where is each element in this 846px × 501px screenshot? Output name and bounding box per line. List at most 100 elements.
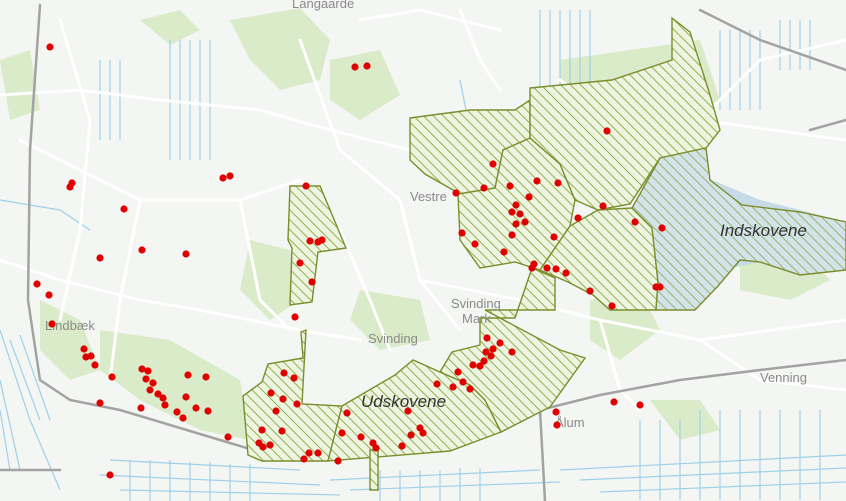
observation-point[interactable] xyxy=(266,441,274,449)
observation-point[interactable] xyxy=(608,302,616,310)
observation-point[interactable] xyxy=(351,63,359,71)
observation-point[interactable] xyxy=(290,374,298,382)
observation-point[interactable] xyxy=(159,394,167,402)
observation-point[interactable] xyxy=(466,385,474,393)
observation-point[interactable] xyxy=(182,250,190,258)
observation-point[interactable] xyxy=(33,280,41,288)
observation-point[interactable] xyxy=(516,210,524,218)
observation-point[interactable] xyxy=(407,431,415,439)
observation-point[interactable] xyxy=(521,218,529,226)
observation-point[interactable] xyxy=(658,224,666,232)
observation-point[interactable] xyxy=(404,407,412,415)
observation-point[interactable] xyxy=(512,220,520,228)
observation-point[interactable] xyxy=(599,202,607,210)
observation-point[interactable] xyxy=(267,389,275,397)
observation-point[interactable] xyxy=(480,184,488,192)
observation-point[interactable] xyxy=(258,426,266,434)
observation-point[interactable] xyxy=(314,238,322,246)
observation-point[interactable] xyxy=(96,254,104,262)
observation-point[interactable] xyxy=(278,427,286,435)
observation-point[interactable] xyxy=(449,383,457,391)
observation-point[interactable] xyxy=(372,444,380,452)
observation-point[interactable] xyxy=(363,62,371,70)
observation-point[interactable] xyxy=(554,179,562,187)
observation-point[interactable] xyxy=(508,348,516,356)
observation-point[interactable] xyxy=(506,182,514,190)
observation-point[interactable] xyxy=(173,408,181,416)
observation-point[interactable] xyxy=(182,393,190,401)
observation-point[interactable] xyxy=(398,442,406,450)
observation-point[interactable] xyxy=(192,404,200,412)
observation-point[interactable] xyxy=(469,361,477,369)
observation-point[interactable] xyxy=(459,378,467,386)
observation-point[interactable] xyxy=(279,395,287,403)
observation-point[interactable] xyxy=(280,369,288,377)
observation-point[interactable] xyxy=(146,386,154,394)
observation-point[interactable] xyxy=(452,189,460,197)
observation-point[interactable] xyxy=(480,357,488,365)
observation-point[interactable] xyxy=(305,449,313,457)
observation-point[interactable] xyxy=(202,373,210,381)
observation-point[interactable] xyxy=(482,348,490,356)
observation-point[interactable] xyxy=(338,429,346,437)
observation-point[interactable] xyxy=(306,237,314,245)
observation-point[interactable] xyxy=(137,404,145,412)
observation-point[interactable] xyxy=(293,400,301,408)
observation-point[interactable] xyxy=(46,43,54,51)
observation-point[interactable] xyxy=(179,414,187,422)
observation-point[interactable] xyxy=(512,201,520,209)
observation-point[interactable] xyxy=(433,380,441,388)
observation-point[interactable] xyxy=(636,401,644,409)
observation-point[interactable] xyxy=(91,361,99,369)
observation-point[interactable] xyxy=(300,455,308,463)
observation-point[interactable] xyxy=(106,471,114,479)
observation-point[interactable] xyxy=(471,240,479,248)
observation-point[interactable] xyxy=(80,345,88,353)
observation-point[interactable] xyxy=(500,248,508,256)
observation-point[interactable] xyxy=(48,320,56,328)
observation-point[interactable] xyxy=(357,433,365,441)
observation-point[interactable] xyxy=(96,399,104,407)
observation-point[interactable] xyxy=(603,127,611,135)
observation-point[interactable] xyxy=(138,365,146,373)
observation-point[interactable] xyxy=(142,375,150,383)
observation-point[interactable] xyxy=(226,172,234,180)
observation-point[interactable] xyxy=(574,214,582,222)
observation-point[interactable] xyxy=(87,352,95,360)
observation-point[interactable] xyxy=(528,264,536,272)
observation-point[interactable] xyxy=(496,339,504,347)
observation-point[interactable] xyxy=(562,269,570,277)
observation-point[interactable] xyxy=(508,208,516,216)
observation-point[interactable] xyxy=(508,231,516,239)
observation-point[interactable] xyxy=(66,183,74,191)
observation-point[interactable] xyxy=(343,409,351,417)
observation-point[interactable] xyxy=(543,264,551,272)
observation-point[interactable] xyxy=(487,352,495,360)
observation-point[interactable] xyxy=(552,408,560,416)
observation-point[interactable] xyxy=(454,368,462,376)
observation-point[interactable] xyxy=(154,390,162,398)
observation-point[interactable] xyxy=(144,367,152,375)
observation-point[interactable] xyxy=(272,407,280,415)
observation-point[interactable] xyxy=(489,345,497,353)
observation-point[interactable] xyxy=(296,259,304,267)
observation-point[interactable] xyxy=(314,449,322,457)
observation-point[interactable] xyxy=(204,407,212,415)
observation-point[interactable] xyxy=(489,160,497,168)
observation-point[interactable] xyxy=(334,457,342,465)
observation-point[interactable] xyxy=(161,401,169,409)
observation-point[interactable] xyxy=(458,229,466,237)
observation-point[interactable] xyxy=(108,373,116,381)
observation-point[interactable] xyxy=(184,371,192,379)
observation-point[interactable] xyxy=(224,433,232,441)
observation-point[interactable] xyxy=(525,193,533,201)
observation-point[interactable] xyxy=(631,218,639,226)
observation-point[interactable] xyxy=(533,177,541,185)
observation-point[interactable] xyxy=(586,287,594,295)
observation-point[interactable] xyxy=(302,182,310,190)
observation-point[interactable] xyxy=(291,313,299,321)
observation-point[interactable] xyxy=(476,362,484,370)
observation-point[interactable] xyxy=(45,291,53,299)
observation-point[interactable] xyxy=(483,334,491,342)
